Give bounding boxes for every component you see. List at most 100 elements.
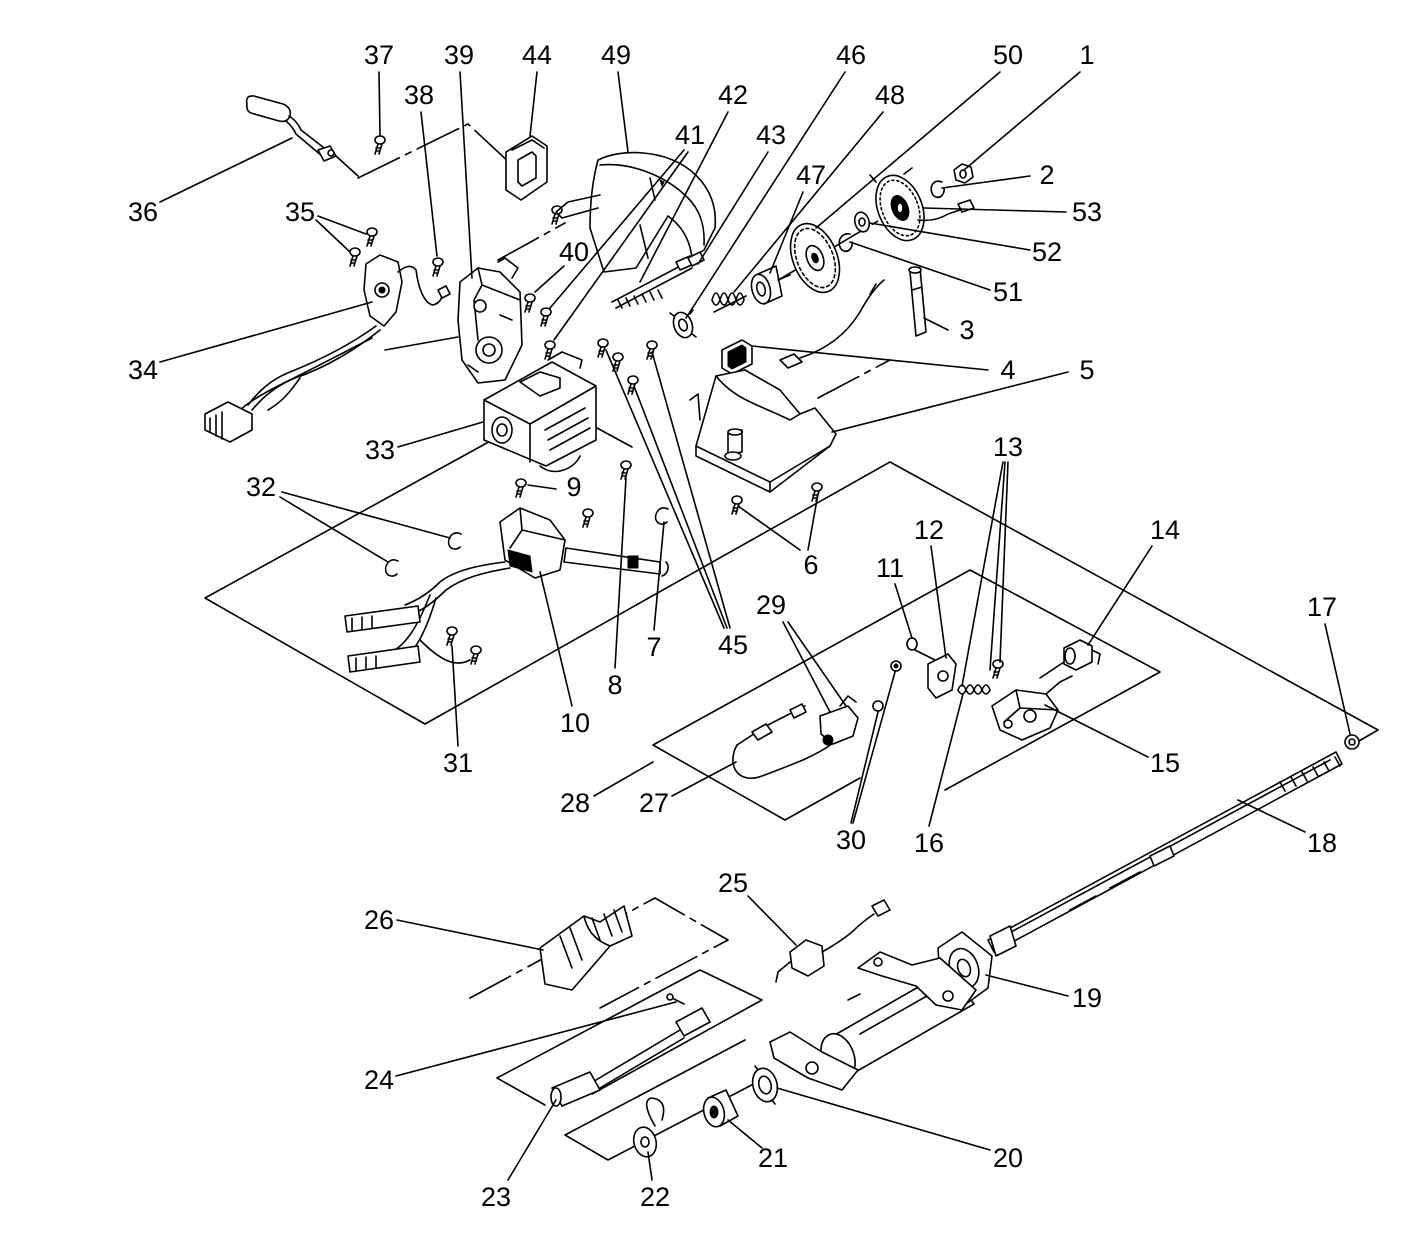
part-35-screw-b: [366, 227, 378, 247]
callout-3: 3: [959, 315, 974, 345]
part-20-bearing: [751, 1065, 779, 1105]
leader-line-6b: [807, 493, 819, 551]
callout-22: 22: [640, 1182, 670, 1212]
part-15-tilt-lever-body: [991, 675, 1073, 741]
leader-line-18: [1237, 799, 1306, 833]
leader-line-13b: [989, 461, 1006, 671]
leader-line-9: [527, 484, 557, 490]
part-45-screw-c: [646, 340, 658, 360]
callout-17: 17: [1307, 592, 1337, 622]
leader-line-19: [985, 974, 1069, 997]
leader-line-35a: [315, 219, 351, 253]
leader-line-25: [747, 895, 797, 946]
part-3-pin: [908, 266, 927, 337]
leader-line-51: [849, 241, 991, 291]
leader-line-8: [614, 477, 627, 669]
callout-labels: 1 2 3 4 5 6 7 8 9 10 11 12 13 14 15 16 1…: [128, 40, 1337, 1212]
part-32-clip-a: [447, 532, 462, 550]
callout-27: 27: [639, 788, 669, 818]
callout-53: 53: [1072, 197, 1102, 227]
callout-34: 34: [128, 355, 158, 385]
leader-line-3: [923, 317, 949, 331]
part-40-screw: [524, 293, 536, 313]
leader-line-12: [930, 545, 947, 659]
part-37-screw: [374, 135, 386, 155]
callout-12: 12: [914, 515, 944, 545]
callout-47: 47: [796, 160, 826, 190]
leader-line-21: [727, 1119, 763, 1149]
leader-line-33: [397, 421, 484, 448]
leader-line-43: [697, 151, 769, 265]
part-10-ignition-switch: [344, 507, 669, 673]
leader-line-32a: [281, 491, 451, 539]
part-1-nut: [953, 163, 974, 184]
part-31-screw-a: [446, 626, 458, 646]
part-5-lower-cover: [689, 369, 837, 493]
callout-19: 19: [1072, 983, 1102, 1013]
part-33-bracket: [483, 351, 597, 473]
callout-35: 35: [285, 197, 315, 227]
callout-36: 36: [128, 197, 158, 227]
leader-line-38: [420, 111, 438, 257]
leader-line-29a: [782, 621, 831, 713]
part-27-28-29-cable-and-lever: [732, 695, 859, 779]
callout-25: 25: [718, 868, 748, 898]
leader-line-24: [395, 1001, 677, 1077]
callout-38: 38: [404, 80, 434, 110]
leader-line-53: [923, 207, 1067, 213]
part-11-bushing: [906, 637, 918, 651]
leader-line-10: [539, 571, 573, 707]
leader-line-40: [534, 265, 565, 293]
part-47-bearing: [750, 265, 783, 305]
leader-line-11: [894, 583, 913, 639]
leader-line-29b: [787, 621, 847, 707]
part-9-screw-b: [582, 508, 594, 528]
leader-line-6a: [737, 505, 801, 551]
callout-43: 43: [756, 120, 786, 150]
leader-line-52: [869, 222, 1031, 251]
leader-line-36: [159, 137, 293, 203]
leader-line-26: [396, 919, 544, 951]
callout-39: 39: [444, 40, 474, 70]
callout-44: 44: [522, 40, 552, 70]
callout-8: 8: [607, 670, 622, 700]
leader-line-7: [653, 521, 665, 631]
callout-51: 51: [993, 277, 1023, 307]
part-41-screw-a: [540, 307, 552, 327]
part-35-screw-a: [349, 247, 361, 267]
leader-line-32b: [279, 496, 389, 563]
callout-32: 32: [246, 472, 276, 502]
leader-line-41b: [553, 151, 689, 341]
part-4-pad-and-connector: [721, 279, 885, 375]
leader-line-45c: [651, 351, 731, 629]
callout-1: 1: [1079, 40, 1094, 70]
part-17-nut: [1344, 734, 1360, 750]
callout-31: 31: [443, 748, 473, 778]
part-6-screw-a: [731, 495, 743, 515]
callout-20: 20: [993, 1143, 1023, 1173]
leader-line-48: [733, 111, 884, 293]
callout-4: 4: [1000, 355, 1015, 385]
part-39-switch-housing: [457, 257, 523, 384]
part-19-column-jacket: [769, 931, 993, 1091]
callout-40: 40: [559, 237, 589, 267]
callout-48: 48: [875, 80, 905, 110]
part-51-ring: [838, 233, 853, 253]
callout-21: 21: [758, 1143, 788, 1173]
leader-line-30b: [852, 671, 896, 824]
leader-line-34: [159, 301, 373, 363]
part-14-actuator: [1039, 639, 1101, 679]
leader-line-42: [639, 111, 729, 283]
callout-29: 29: [756, 590, 786, 620]
leader-line-31: [451, 645, 459, 747]
part-13-16-springs: [957, 659, 1004, 695]
callout-2: 2: [1039, 160, 1054, 190]
callout-11: 11: [876, 553, 904, 583]
leader-line-44: [529, 71, 538, 137]
leader-line-45a: [605, 349, 725, 629]
leader-line-49: [617, 71, 629, 153]
callout-30: 30: [836, 825, 866, 855]
leader-line-50: [815, 71, 1001, 229]
part-52-ring: [853, 211, 871, 233]
leader-line-14: [1087, 545, 1153, 646]
